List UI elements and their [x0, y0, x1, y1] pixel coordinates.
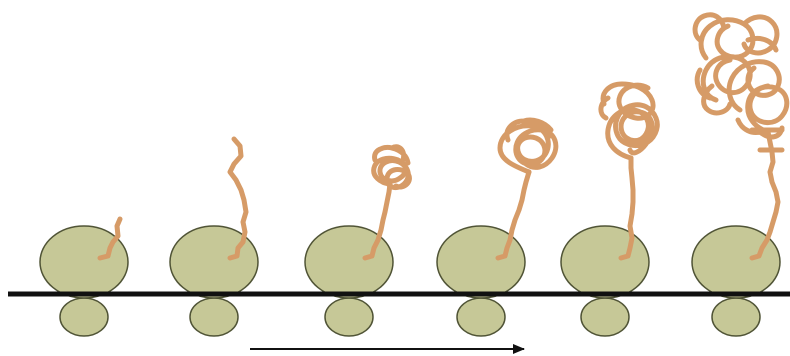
small-subunit — [190, 298, 238, 336]
small-subunits — [60, 298, 760, 336]
small-subunit — [457, 298, 505, 336]
peptide-coil-medium — [500, 120, 556, 172]
peptide-chains — [100, 15, 787, 258]
small-subunit — [325, 298, 373, 336]
small-subunit — [581, 298, 629, 336]
peptide-folded-protein — [695, 15, 787, 137]
large-subunits — [40, 226, 780, 298]
small-subunit — [712, 298, 760, 336]
large-subunit — [561, 226, 649, 298]
small-subunit — [60, 298, 108, 336]
peptide-coil-large — [601, 84, 657, 158]
peptide-coil-small — [374, 147, 410, 188]
